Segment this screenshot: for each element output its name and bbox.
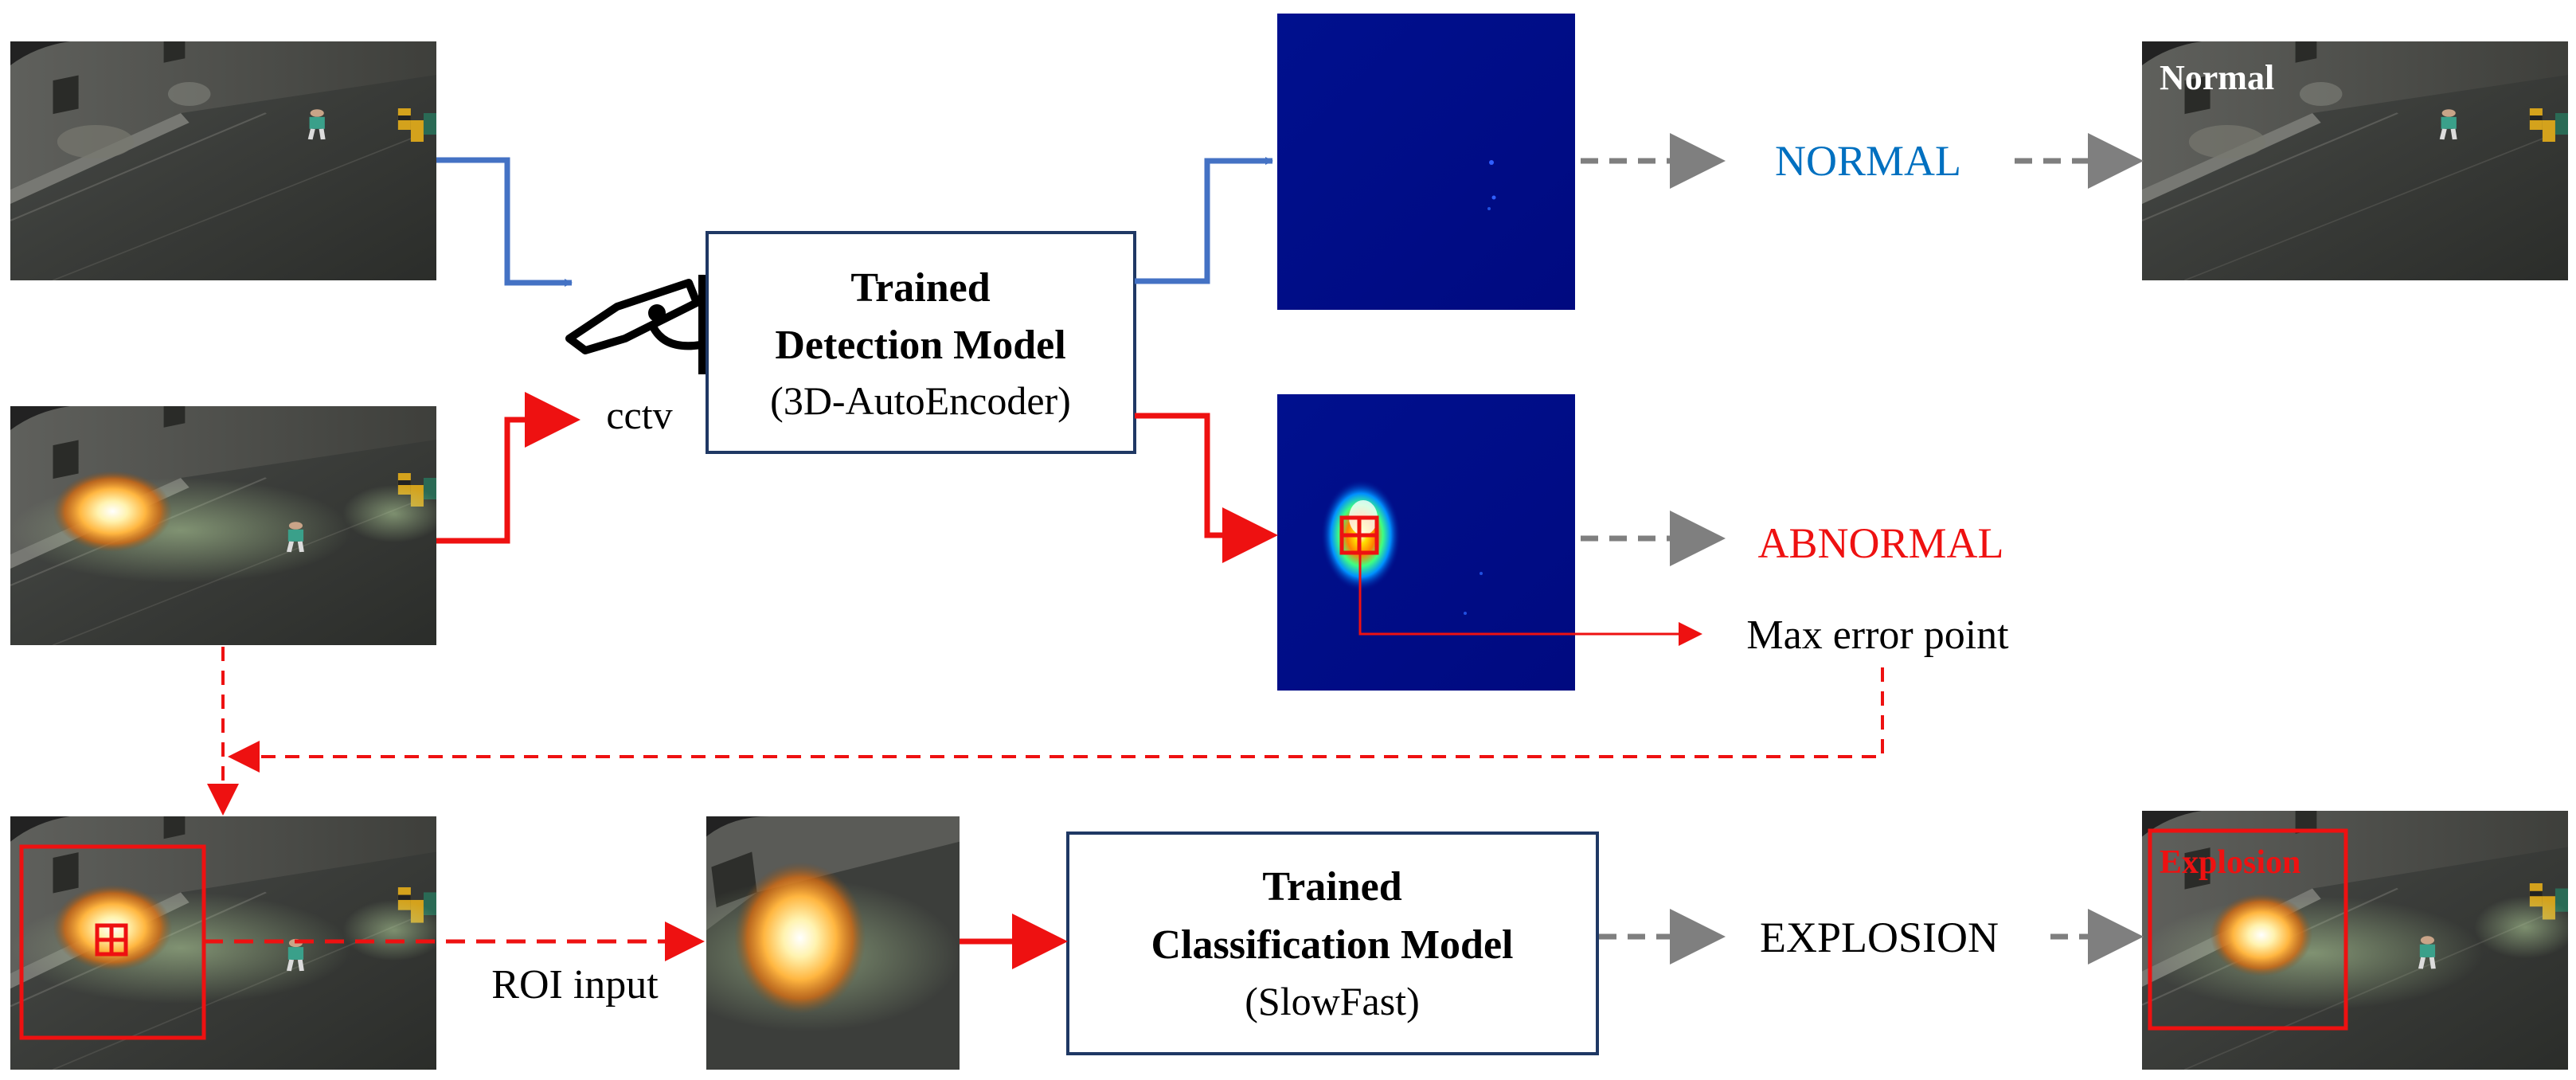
heatmap-abnormal	[1277, 394, 1575, 691]
roi-source-frame	[10, 786, 436, 1070]
input-frame-abnormal	[10, 378, 436, 645]
explosion-result-label: EXPLOSION	[1760, 914, 1999, 961]
arrow-normal-to-camera	[436, 157, 573, 287]
max-error-marker-icon	[95, 923, 128, 957]
detection-model-line1: Trained	[850, 265, 990, 311]
max-error-point-label: Max error point	[1746, 612, 2009, 658]
heatmap-normal	[1277, 14, 1575, 310]
abnormal-result-label: ABNORMAL	[1757, 519, 2003, 567]
arrow-max-error-feedback	[228, 667, 1884, 773]
output-frame-normal: Normal	[2142, 13, 2568, 280]
classification-model-box: Trained Classification Model (SlowFast)	[1066, 832, 1599, 1055]
roi-cropped-frame	[706, 816, 960, 1070]
normal-result-label: NORMAL	[1775, 137, 1961, 185]
classification-model-line2: Classification Model	[1151, 922, 1514, 968]
explosion-frame-label: Explosion	[2160, 844, 2300, 881]
arrow-model-to-abnormal-heatmap	[1135, 413, 1278, 563]
arrow-max-error-point	[1358, 553, 1702, 646]
detection-model-line2: Detection Model	[775, 323, 1065, 368]
arrow-abnormal-to-camera	[436, 392, 580, 544]
arrow-model-to-normal-heatmap	[1135, 157, 1273, 284]
classification-model-line1: Trained	[1262, 864, 1401, 910]
input-frame-normal	[10, 13, 436, 280]
classification-model-line3: (SlowFast)	[1245, 979, 1419, 1023]
roi-input-label: ROI input	[491, 962, 659, 1008]
detection-model-line3: (3D-AutoEncoder)	[770, 378, 1071, 423]
normal-frame-label: Normal	[2160, 58, 2274, 97]
explosion-box	[2148, 828, 2348, 1031]
output-frame-explosion: Explosion	[2142, 780, 2568, 1070]
detection-model-box: Trained Detection Model (3D-AutoEncoder)	[706, 231, 1136, 454]
cctv-label: cctv	[606, 393, 672, 437]
cctv-camera-icon	[565, 275, 709, 374]
